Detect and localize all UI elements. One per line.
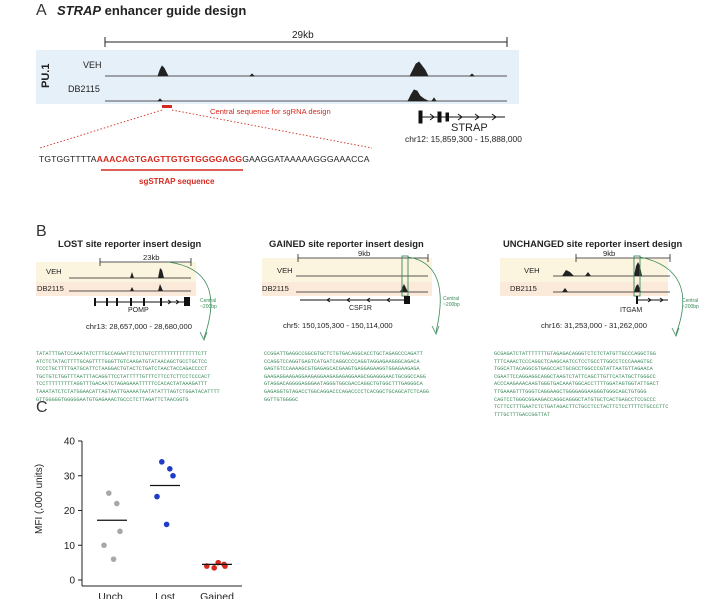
pu1-track-bg [36,50,519,104]
unchanged-scale: 9kb [603,249,616,258]
lost-track-veh: VEH [46,267,62,276]
gained-central-size: ~200bp [443,302,460,308]
track-label-veh: VEH [83,60,102,70]
unchanged-title: UNCHANGED site reporter insert design [503,238,683,249]
point-1-1 [167,466,173,472]
unchanged-coords: chr16: 31,253,000 - 31,262,000 [541,321,647,330]
gained-coords: chr5: 150,105,300 - 150,114,000 [283,321,393,330]
sgstrap-label: sgSTRAP sequence [139,177,215,186]
unchanged-central-size: ~200bp [682,304,699,310]
panel-a-letter: A [36,2,47,19]
lost-central-size: ~200bp [200,304,217,310]
lost-central: Central ~200bp [200,298,217,310]
lost-scale: 23kb [143,253,160,262]
y-tick-label-0: 0 [69,576,75,587]
gained-track-graphics [262,254,441,335]
gene-name-strap: STRAP [451,122,488,134]
lost-sequence: TATATTTGATCCAAATATCTTTGCCAGAATTCTCTGTCTT… [36,351,220,403]
point-1-0 [159,459,165,465]
strap-gene-model [418,110,505,124]
scale-bar-a [104,37,508,47]
gained-scale: 9kb [358,249,371,258]
x-category-label-2: Gained [200,591,234,599]
lost-gene: POMP [128,307,149,314]
veh-track [105,61,507,77]
point-0-2 [117,528,123,535]
scale-label: 29kb [292,30,314,41]
gained-central: Central ~200bp [443,296,460,308]
y-tick-label-1: 10 [64,541,76,552]
seq-right: GAAGGATAAAAAGGGAAACCA [242,154,370,164]
panel-c-letter: C [36,399,48,416]
title-rest: enhancer guide design [101,3,247,18]
unchanged-track-db2115: DB2115 [510,284,537,293]
zoom-lines [39,109,373,149]
unchanged-central: Central ~200bp [682,298,699,310]
sgrna-marker [162,105,172,108]
y-tick-label-3: 30 [64,471,76,482]
gained-sequence: CCGGATTGAGGCCGGCGTGCTCTGTGACAGGCACCTGCTA… [264,351,429,403]
lost-track-db2115: DB2115 [37,284,64,293]
point-1-3 [154,493,160,500]
point-0-1 [114,500,120,507]
db2115-track [105,89,507,102]
lost-track-graphics [36,258,212,341]
panel-a-title: STRAP enhancer guide design [57,3,246,18]
point-1-4 [163,521,170,528]
gained-gene: CSF1R [349,305,372,312]
gained-title: GAINED site reporter insert design [269,238,424,249]
y-axis-label: MFI (,000 units) [34,463,45,534]
unchanged-sequence: GCGAGATCTATTTTTTTGTAGAGACAGGGTCTCTCTATGT… [494,351,669,418]
lost-title: LOST site reporter insert design [58,238,202,249]
title-gene: STRAP [57,3,102,18]
central-sequence-label: Central sequence for sgRNA design [210,107,331,116]
x-category-label-0: Unch. [98,591,125,599]
point-0-3 [101,542,107,549]
gained-track-veh: VEH [277,266,293,275]
point-0-4 [110,556,117,562]
track-label-db2115: DB2115 [68,84,100,94]
y-tick-label-4: 40 [64,437,76,448]
unchanged-gene: ITGAM [620,307,643,314]
point-0-0 [106,490,112,496]
strap-coordinates: chr12: 15,859,300 - 15,888,000 [405,134,522,144]
lost-coords: chr13: 28,657,000 - 28,680,000 [86,322,192,331]
unchanged-track-graphics [500,254,684,337]
point-1-2 [170,472,176,479]
panel-b-letter: B [36,223,47,240]
x-category-label-1: Lost [155,591,175,599]
point-2-4 [211,565,217,571]
seq-highlight: AAACAGTGAGTTGTGTGGGGAGG [96,154,243,164]
y-tick-label-2: 20 [64,506,76,517]
gained-track-db2115: DB2115 [262,284,289,293]
lost-central-label: Central [200,298,217,304]
seq-left: TGTGGTTTTA [39,154,97,164]
unchanged-central-label: Central [682,298,699,304]
guide-sequence: TGTGGTTTTAAAACAGTGAGTTGTGTGGGGAGGGAAGGAT… [39,154,370,164]
gained-central-label: Central [443,296,460,302]
unchanged-track-veh: VEH [524,266,540,275]
